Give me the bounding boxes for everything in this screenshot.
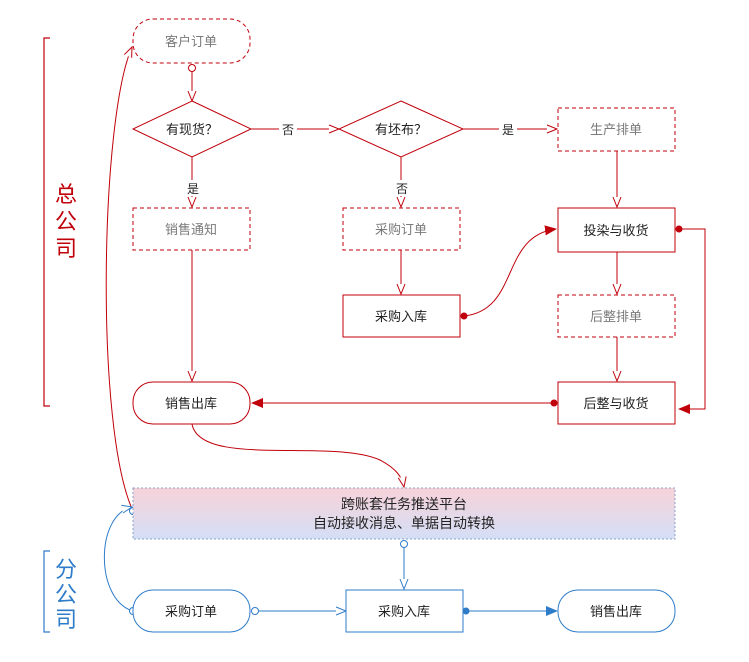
decision-in-stock	[131, 100, 253, 158]
node-dye-receive-label: 投染与收货	[583, 223, 648, 239]
dot-branchin-right	[462, 607, 470, 615]
node-dye-receive	[557, 207, 676, 253]
decision-cloth	[337, 100, 465, 158]
branch-label-char-1: 分	[55, 558, 77, 583]
node-sales-out-branch	[557, 589, 676, 633]
node-purchase-in-hq	[342, 294, 461, 338]
node-purchase-in-branch	[345, 589, 464, 633]
edge-branchorder-to-platform	[104, 507, 133, 612]
edge-label-yes-1: 是	[502, 123, 514, 137]
node-production-schedule-label: 生产排单	[590, 123, 642, 138]
hq-label-char-1: 总	[55, 183, 77, 208]
node-finish-receive	[557, 381, 676, 425]
edge-salesout-to-platform	[191, 423, 404, 487]
node-platform	[132, 487, 676, 540]
edge-label-no-2: 否	[396, 182, 408, 196]
hq-label-char-3: 司	[55, 237, 77, 262]
dot-purchasein-right	[460, 312, 468, 320]
node-sales-out-hq	[132, 381, 251, 425]
edge-purchasein-to-dye	[463, 225, 557, 317]
node-purchase-in-branch-label: 采购入库	[378, 604, 430, 620]
hq-bracket	[43, 37, 50, 407]
node-finish-schedule	[557, 294, 676, 338]
node-purchase-order-hq-label: 采购订单	[375, 222, 427, 238]
node-purchase-order-branch-label: 采购订单	[165, 604, 217, 620]
node-sales-out-branch-label: 销售出库	[590, 604, 642, 620]
node-purchase-in-hq-label: 采购入库	[375, 309, 427, 325]
dot-branchorder-right	[251, 607, 259, 615]
decision-in-stock-label: 有现货？	[166, 122, 218, 138]
node-sales-out-hq-label: 销售出库	[165, 396, 217, 412]
branch-bracket	[43, 550, 50, 633]
node-purchase-order-branch	[132, 589, 251, 633]
node-platform-line2: 自动接收消息、单据自动转换	[313, 515, 495, 532]
edge-label-yes-2: 是	[187, 182, 199, 196]
dot-dye-right	[675, 225, 683, 233]
node-sales-notice	[132, 207, 251, 251]
node-platform-line1: 跨账套任务推送平台	[341, 497, 467, 513]
node-sales-notice-label: 销售通知	[165, 222, 217, 238]
decision-cloth-label: 有坯布？	[375, 123, 427, 138]
node-finish-schedule-label: 后整排单	[590, 310, 642, 325]
edge-dye-loop-to-finish	[678, 228, 706, 414]
branch-label-char-3: 司	[55, 608, 77, 633]
branch-label-char-2: 公	[55, 583, 77, 608]
dot-platform-bottom	[400, 540, 408, 548]
node-production-schedule	[557, 107, 676, 152]
edge-label-no-1: 否	[282, 123, 294, 137]
node-finish-receive-label: 后整与收货	[583, 396, 648, 412]
edge-platform-to-order	[105, 47, 134, 512]
dot-order-bottom	[188, 64, 196, 72]
hq-label-char-2: 公	[55, 210, 77, 235]
node-customer-order-label: 客户订单	[165, 34, 217, 50]
dot-finish-left	[550, 399, 558, 407]
node-customer-order	[132, 18, 251, 64]
node-purchase-order-hq	[342, 207, 461, 251]
